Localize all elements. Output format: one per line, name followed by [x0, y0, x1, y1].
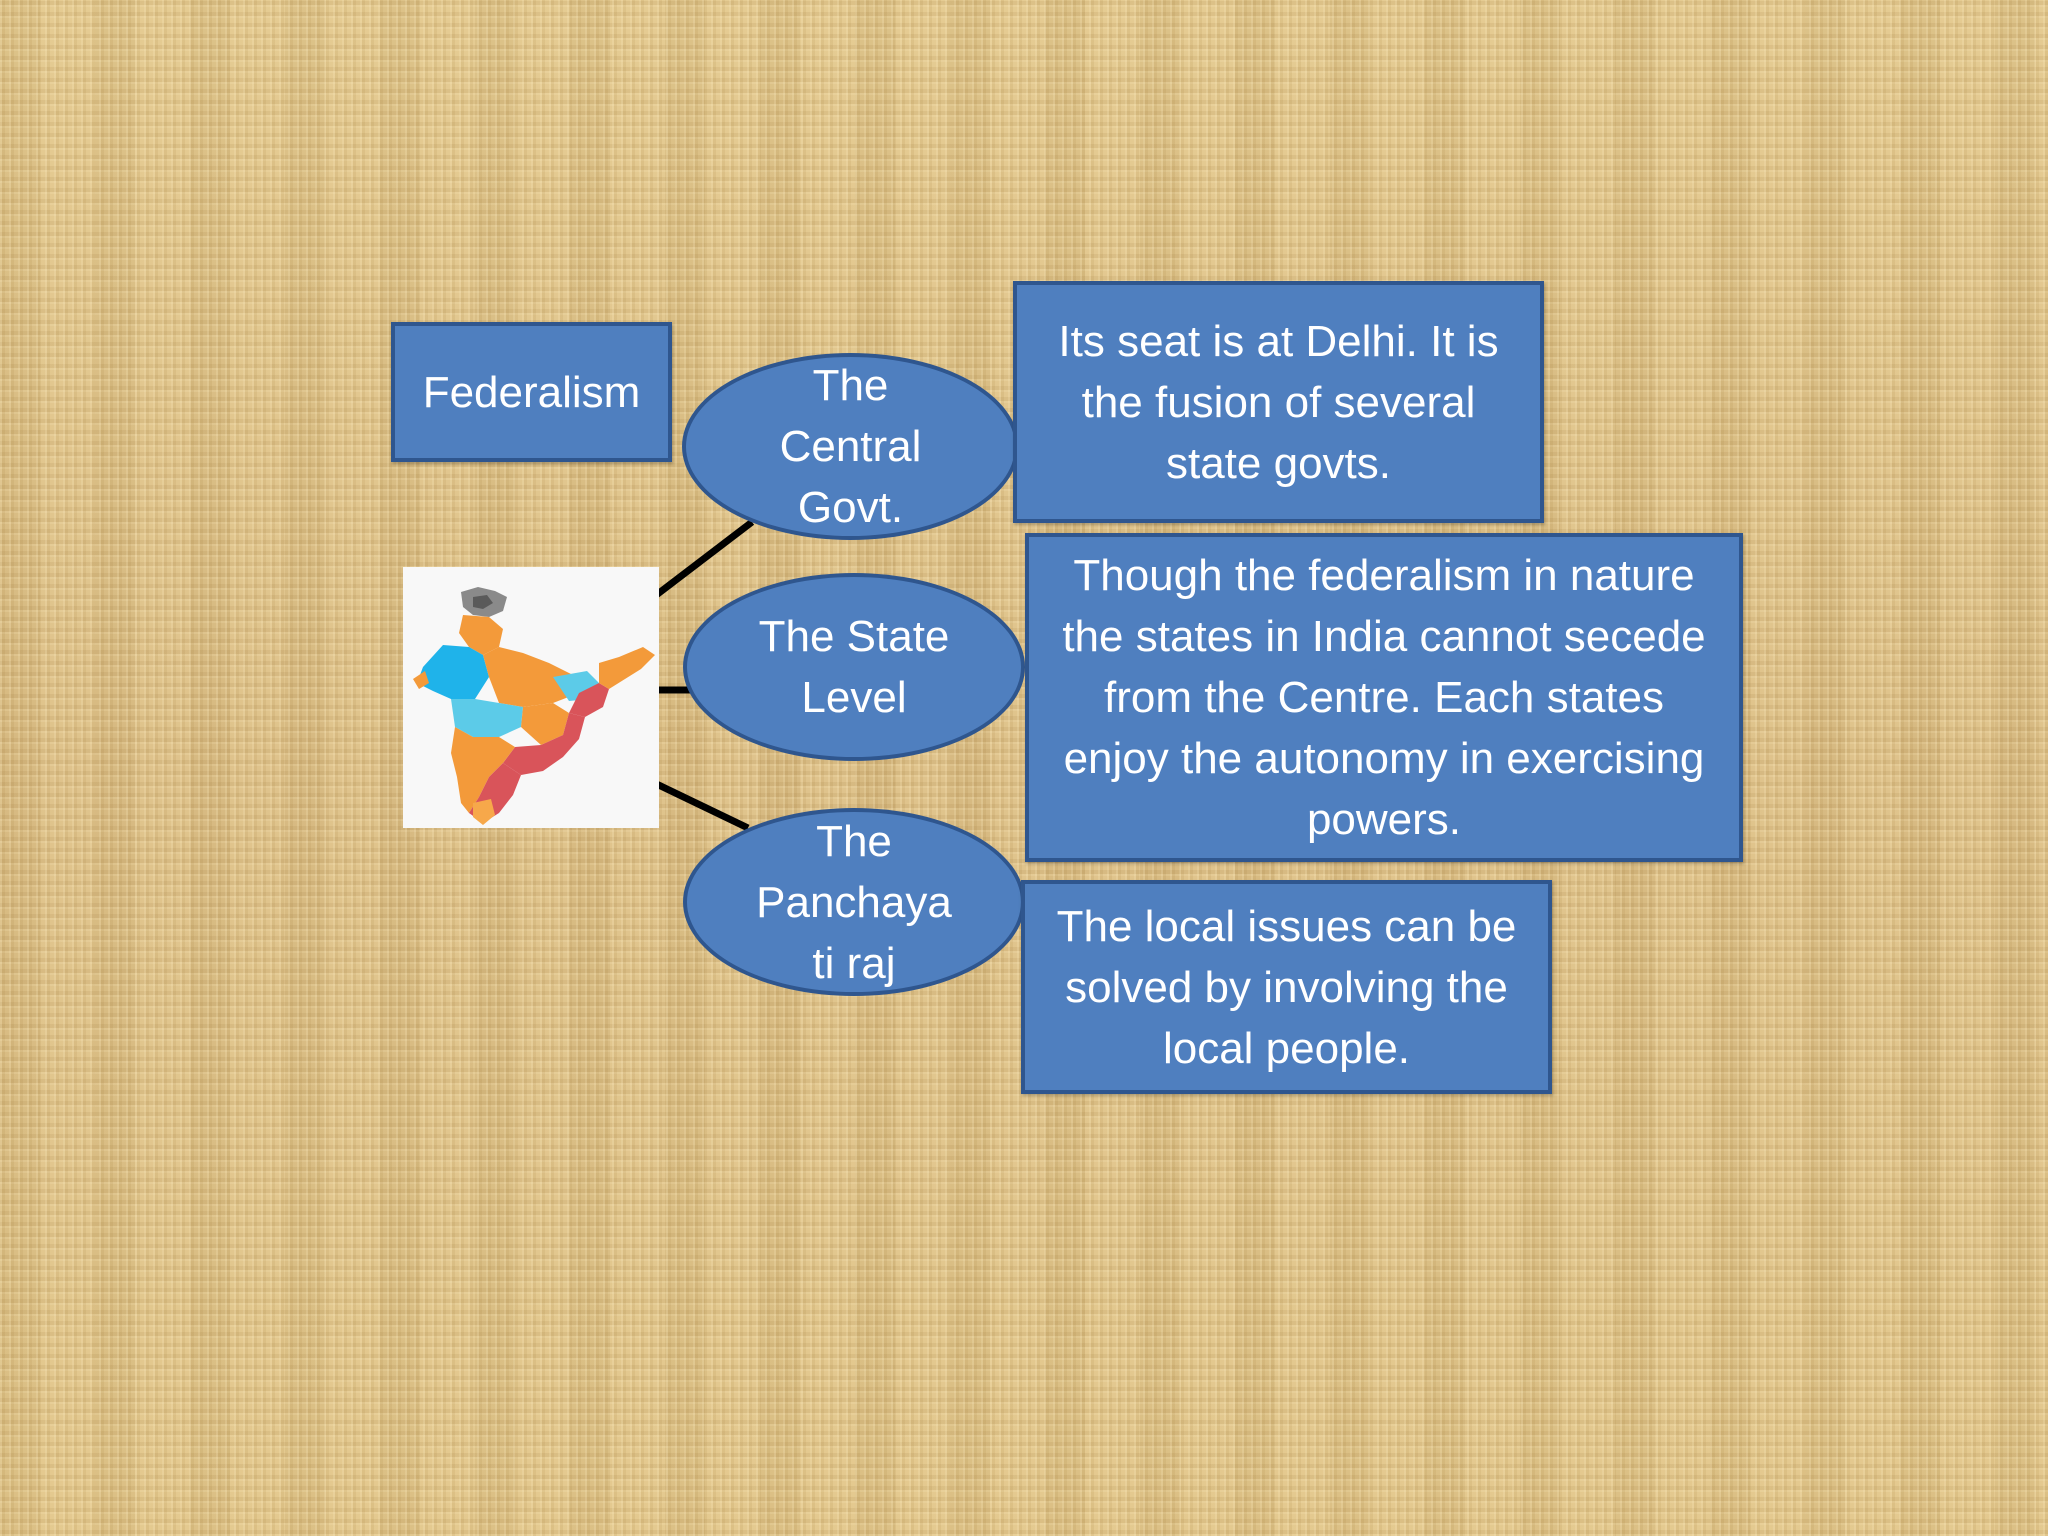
state-level-description: Though the federalism in nature the stat…: [1062, 551, 1706, 844]
map-region-southeast-red: [503, 713, 585, 775]
panchayati-raj-description-box: The local issues can be solved by involv…: [1021, 880, 1552, 1094]
map-region-northeast-orange: [599, 647, 655, 689]
central-govt-description-box: Its seat is at Delhi. It is the fusion o…: [1013, 281, 1544, 523]
map-region-northwest-orange: [459, 615, 503, 655]
map-region-midcentral-orange: [521, 703, 569, 745]
state-level-label: The State Level: [758, 612, 950, 722]
map-region-east-red: [569, 683, 609, 717]
india-map-icon: [413, 587, 655, 825]
central-govt-node: The Central Govt.: [682, 353, 1019, 540]
panchayati-raj-label: The Panchaya ti raj: [756, 816, 952, 988]
central-govt-label: The Central Govt.: [779, 361, 922, 532]
map-region-central-orange: [483, 647, 579, 707]
map-region-north-dark: [473, 595, 493, 609]
map-region-southwest-orange: [451, 727, 515, 813]
panchayati-raj-node: The Panchaya ti raj: [683, 808, 1025, 996]
state-level-description-box: Though the federalism in nature the stat…: [1025, 533, 1743, 862]
map-region-midwest-lightblue: [451, 699, 523, 737]
map-region-southtip-orange: [473, 799, 495, 825]
central-govt-description: Its seat is at Delhi. It is the fusion o…: [1058, 316, 1499, 488]
federalism-title-box: Federalism: [391, 322, 672, 462]
india-map-image: [403, 567, 659, 828]
state-level-node: The State Level: [683, 573, 1025, 761]
map-region-west-coast: [413, 671, 429, 689]
panchayati-raj-description: The local issues can be solved by involv…: [1056, 901, 1517, 1073]
map-region-west-blue: [417, 645, 489, 699]
federalism-title-label: Federalism: [422, 367, 641, 417]
